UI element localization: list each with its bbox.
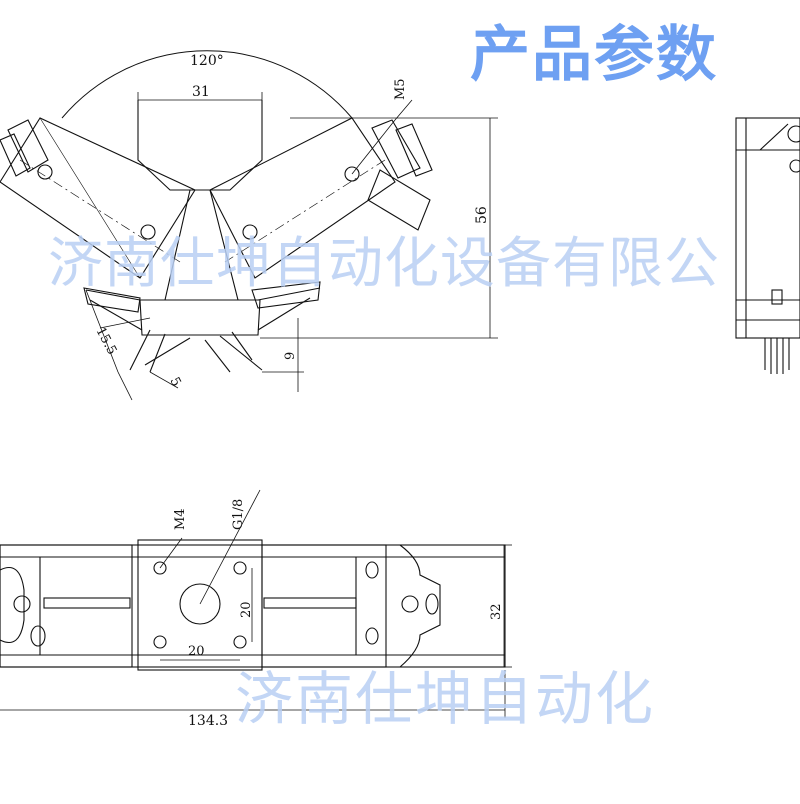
thread-m4-label: M4: [173, 508, 188, 530]
dim-5: 5: [166, 375, 183, 389]
hole-spacing-horizontal: 20: [188, 644, 205, 659]
page-title: 产品参数: [470, 20, 718, 90]
dim-total-length: 134.3: [188, 713, 228, 729]
dim-9: 9: [283, 352, 298, 360]
top-view-gripper: [0, 50, 498, 401]
side-view: [735, 117, 800, 374]
hole-spacing-vertical: 20: [239, 601, 254, 618]
watermark-line-1: 济南仕坤自动化设备有限公: [48, 231, 721, 295]
dim-15-5: 15.5: [92, 325, 119, 358]
bottom-view: [0, 489, 512, 718]
dim-width-32: 32: [489, 603, 504, 620]
watermark-line-2: 济南仕坤自动化: [235, 665, 656, 733]
angle-label: 120°: [190, 53, 224, 69]
dim-top-width: 31: [192, 84, 210, 100]
thread-g18-label: G1/8: [231, 499, 246, 530]
dim-height-56: 56: [474, 206, 490, 224]
thread-m5-label: M5: [393, 78, 408, 100]
